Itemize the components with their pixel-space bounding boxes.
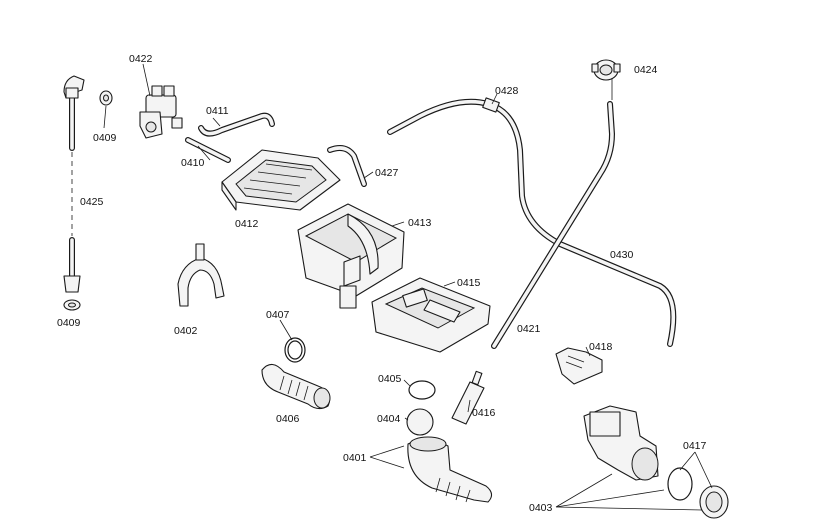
label-0402: 0402: [174, 325, 198, 337]
part-0409-washer-top[interactable]: [99, 90, 113, 106]
label-0411: 0411: [206, 105, 229, 117]
part-0406-bellows-hose[interactable]: [261, 363, 331, 410]
part-0411-hose[interactable]: [198, 112, 275, 137]
label-0424: 0424: [634, 64, 658, 76]
label-0409-top: 0409: [93, 132, 117, 144]
label-0405: 0405: [378, 373, 402, 385]
label-0430: 0430: [610, 249, 634, 261]
label-0418: 0418: [589, 341, 613, 353]
part-0401-sump-hose[interactable]: [407, 436, 493, 503]
label-0415: 0415: [457, 277, 481, 289]
label-0425: 0425: [80, 196, 104, 208]
part-0417-filter[interactable]: [699, 485, 729, 519]
label-0413: 0413: [408, 217, 432, 229]
part-0404-ball[interactable]: [406, 408, 434, 436]
part-0428-hose[interactable]: [387, 97, 677, 347]
part-0413-dispenser-housing[interactable]: [297, 203, 405, 309]
part-0424-pressure-switch[interactable]: [591, 59, 621, 81]
label-0404: 0404: [377, 413, 401, 425]
part-0418-clip[interactable]: [555, 347, 603, 385]
callout-labels: 0422 0424 0428 0411 0409 0410 0427 0425 …: [57, 53, 707, 514]
part-0405-ring[interactable]: [408, 380, 436, 400]
label-0422: 0422: [129, 53, 153, 65]
label-0407: 0407: [266, 309, 290, 321]
part-0417-ring[interactable]: [667, 467, 693, 501]
part-0403-drain-pump[interactable]: [583, 405, 659, 481]
label-0401: 0401: [343, 452, 367, 464]
label-0403: 0403: [529, 502, 553, 514]
label-0410: 0410: [181, 157, 205, 169]
part-0427-hose[interactable]: [327, 145, 367, 187]
label-0428: 0428: [495, 85, 519, 97]
label-0412: 0412: [235, 218, 259, 230]
part-0422-inlet-valve[interactable]: [139, 85, 183, 139]
leader-lines: [103, 63, 713, 511]
part-0407-ring[interactable]: [284, 337, 306, 363]
part-0421-tube[interactable]: [491, 101, 615, 349]
label-0416: 0416: [472, 407, 496, 419]
label-0427: 0427: [375, 167, 399, 179]
label-0417: 0417: [683, 440, 707, 452]
part-0416-sensor[interactable]: [451, 370, 485, 425]
label-0421: 0421: [517, 323, 541, 335]
part-0402-bracket[interactable]: [177, 243, 225, 307]
part-0412-dispenser-lid[interactable]: [221, 149, 341, 211]
part-0410-hose[interactable]: [185, 137, 231, 163]
part-0425-inlet-hose[interactable]: [63, 75, 85, 293]
label-0409-bottom: 0409: [57, 317, 81, 329]
part-0415-detergent-drawer[interactable]: [371, 277, 491, 353]
label-0406: 0406: [276, 413, 300, 425]
part-0409-washer-bottom[interactable]: [63, 299, 81, 311]
